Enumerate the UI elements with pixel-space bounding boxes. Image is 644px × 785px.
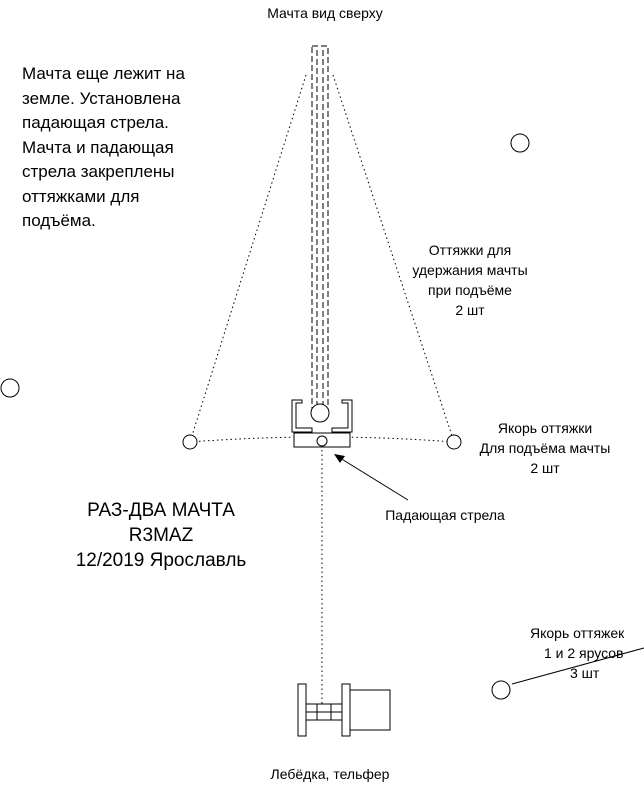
anchor-tiers-label-line: Якорь оттяжек [530,625,625,641]
title-line: 12/2019 Ярославль [75,550,247,571]
note-line: подъёма. [22,211,96,230]
anchor-lift-left [182,434,198,450]
guys-label: Оттяжки для удержания мачты при подъёме … [395,240,545,320]
note-line: Мачта и падающая [22,137,174,157]
note-line: стрела закреплены [22,162,175,181]
guys-label-line: удержания мачты [412,262,528,278]
note-line: оттяжками для [22,186,140,206]
anchor-tiers-callout [511,647,644,685]
diagram-title: РАЗ-ДВА МАЧТА R3MAZ 12/2019 Ярославль [60,498,262,573]
top-view-label: Мачта вид сверху [267,5,383,21]
anchor-tier-1 [510,133,530,153]
title-line: R3MAZ [128,525,194,546]
title-line: РАЗ-ДВА МАЧТА [87,500,235,521]
anchor-lift-right [446,434,462,450]
anchor-connection-line [189,436,455,443]
winch-label: Лебёдка, тельфер [270,766,390,782]
boom-pointer-arrow [334,454,409,501]
note-line: земле. Установлена [22,88,181,108]
anchor-lift-label-line: Для подъёма мачты [479,440,611,456]
guys-label-line: Оттяжки для [428,242,512,258]
anchor-tiers-label-line: 3 шт [570,665,600,681]
guys-label-line: при подъёме [428,282,512,298]
note-line: падающая стрела. [22,113,169,132]
boom-label: Падающая стрела [385,507,505,523]
guy-line-right [332,74,455,443]
guy-line-left [189,74,307,443]
note-line: Мачта еще лежит на [22,64,185,83]
anchor-tiers-label-line: 1 и 2 ярусов [544,645,624,661]
anchor-lift-label-line: Якорь оттяжки [497,420,593,436]
winch [297,683,391,737]
guys-label-line: 2 шт [455,302,485,318]
anchor-lift-label-line: 2 шт [530,460,560,476]
anchor-tier-3 [491,680,511,700]
anchor-lift-label: Якорь оттяжки Для подъёма мачты 2 шт [475,418,615,478]
mast-bracket [291,399,353,448]
anchor-tier-2 [0,378,20,398]
description-note: Мачта еще лежит на земле. Установлена па… [22,62,242,234]
anchor-tiers-label: Якорь оттяжек 1 и 2 ярусов 3 шт [530,623,644,683]
mast [310,45,330,423]
